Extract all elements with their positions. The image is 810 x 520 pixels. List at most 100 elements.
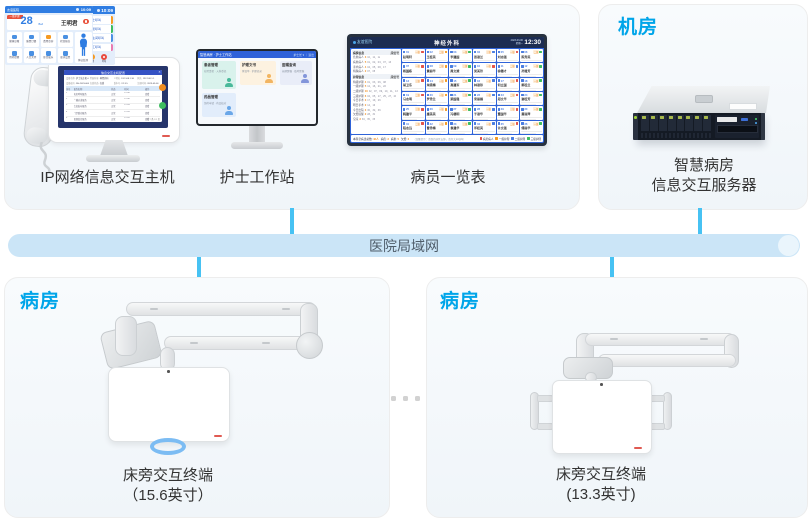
card-icon — [265, 74, 274, 83]
patient-card: 04 三级 张淑兰 — [472, 49, 496, 63]
app-tile: 健康宣教 — [6, 31, 22, 47]
bed-icon — [426, 79, 430, 82]
ip-host-stand — [100, 140, 128, 156]
wifi-icon — [76, 8, 80, 11]
bed-icon — [450, 93, 453, 97]
alarm-icon — [82, 18, 89, 25]
status-dot — [421, 122, 424, 125]
patient-card: 02 二级 王桂英 — [425, 49, 449, 63]
patient-card: 33 三级 袁建华 — [449, 120, 472, 134]
sidebar-section-header: 护理信息床位号 — [352, 74, 400, 80]
status-dot — [444, 108, 448, 111]
ellipsis-dot — [415, 396, 420, 401]
table-row: 5 视频监控服务 正常 12:20 查看 — [66, 117, 160, 122]
app-tile: 人文关怀 — [23, 48, 39, 63]
rack-server — [633, 113, 765, 140]
patient-board-caption: 病员一览表 — [410, 169, 486, 186]
bed-icon — [473, 122, 477, 125]
arm-shoulder-joint — [115, 316, 137, 356]
patient-card: 29 三级 董国华 — [496, 106, 520, 120]
card-icon — [301, 74, 310, 83]
tile-icon — [62, 34, 68, 40]
human-figure-icon — [79, 33, 87, 56]
workstation-header: 智慧病房 · 护士工作站 护士长 ▾ ｜ 退出 — [198, 51, 316, 58]
charging-ring — [150, 438, 186, 455]
status-dot — [539, 65, 542, 68]
bed-icon — [426, 93, 430, 97]
bed-icon — [426, 50, 430, 54]
ip-host-base — [86, 155, 140, 162]
status-dot — [421, 93, 424, 97]
status-dot — [539, 122, 542, 125]
status-dot — [468, 79, 471, 82]
patient-card: 14 一级 朱晓梅 — [425, 77, 449, 91]
bed-icon — [473, 93, 477, 97]
card-icon — [225, 106, 234, 115]
bed-icon — [473, 108, 477, 111]
patient-card: 27 二级 冯德明 — [449, 106, 472, 120]
status-dot — [444, 79, 448, 82]
legend-item: 一级护理 — [495, 137, 509, 141]
bed-icon — [521, 122, 524, 125]
status-dot — [515, 122, 519, 125]
bed-patient-banner: 一级护理 28 Bed 王明君 — [6, 14, 92, 30]
status-dot — [444, 50, 448, 54]
dashboard-card: 医嘱查询 长期医嘱 · 临时医嘱 — [280, 61, 312, 85]
popup-pager: 共 7 条 1/1 页 — [146, 119, 160, 121]
bed-icon — [403, 108, 406, 111]
stat-item: 本科室病患总数:42人 — [353, 137, 379, 141]
tile-icon — [28, 34, 34, 40]
ward-left-caption: 床旁交互终端 （15.6英寸） — [122, 467, 213, 504]
terminal-header: 友谊医院 10:09 — [5, 6, 93, 13]
monitor-base — [231, 142, 283, 149]
ward-right-title: 病房 — [440, 291, 481, 312]
patient-card: 06 二级 陈秀英 — [520, 49, 543, 63]
status-dot — [515, 108, 519, 111]
ellipsis-dot — [391, 396, 396, 401]
bed-icon — [450, 65, 453, 68]
terminal-handle-left — [530, 392, 539, 430]
app-tile: 用药提醒 — [6, 48, 22, 63]
bed-icon — [497, 108, 501, 111]
app-tiles: 健康宣教 膳食订餐 费用查询 检查报告 — [6, 31, 73, 63]
device-brand-mark — [634, 447, 642, 449]
status-dot — [492, 65, 495, 68]
server-top-panel — [637, 86, 770, 113]
handle-connector — [537, 423, 553, 430]
arm-lower-segment — [598, 354, 736, 367]
device-brand-mark — [162, 135, 170, 137]
status-dot — [421, 50, 424, 54]
arm-upper-segment — [585, 333, 735, 346]
arm-detail — [262, 342, 270, 344]
legend-item: 二级护理 — [511, 137, 525, 141]
status-dot — [444, 93, 448, 97]
bed-icon — [497, 50, 501, 54]
arm-detail — [190, 342, 198, 344]
server-caption: 智慧病房 信息交互服务器 — [651, 157, 757, 194]
patient-card: 34 一级 邓桂英 — [472, 120, 496, 134]
bed-icon — [403, 93, 406, 97]
patient-card: 35 二级 许文强 — [496, 120, 520, 134]
app-tile: 费用查询 — [40, 31, 56, 47]
status-dot — [468, 108, 471, 111]
department-title: 神经外科 — [433, 40, 460, 47]
arm-lower-segment — [164, 336, 316, 350]
patient-card: 24 一级 谢桂芳 — [520, 91, 543, 106]
status-dot — [492, 108, 495, 111]
server-vent — [641, 133, 711, 138]
table-row: 1 病房呼叫服务 正常 12:30 查看 — [66, 91, 160, 98]
patient-card: 12 一级 孙雅芳 — [520, 63, 543, 77]
server-io-panel — [715, 115, 759, 138]
ward-left-title: 病房 — [20, 291, 61, 312]
legend-item: 病危病人 — [479, 137, 493, 141]
server-handle — [695, 95, 713, 103]
